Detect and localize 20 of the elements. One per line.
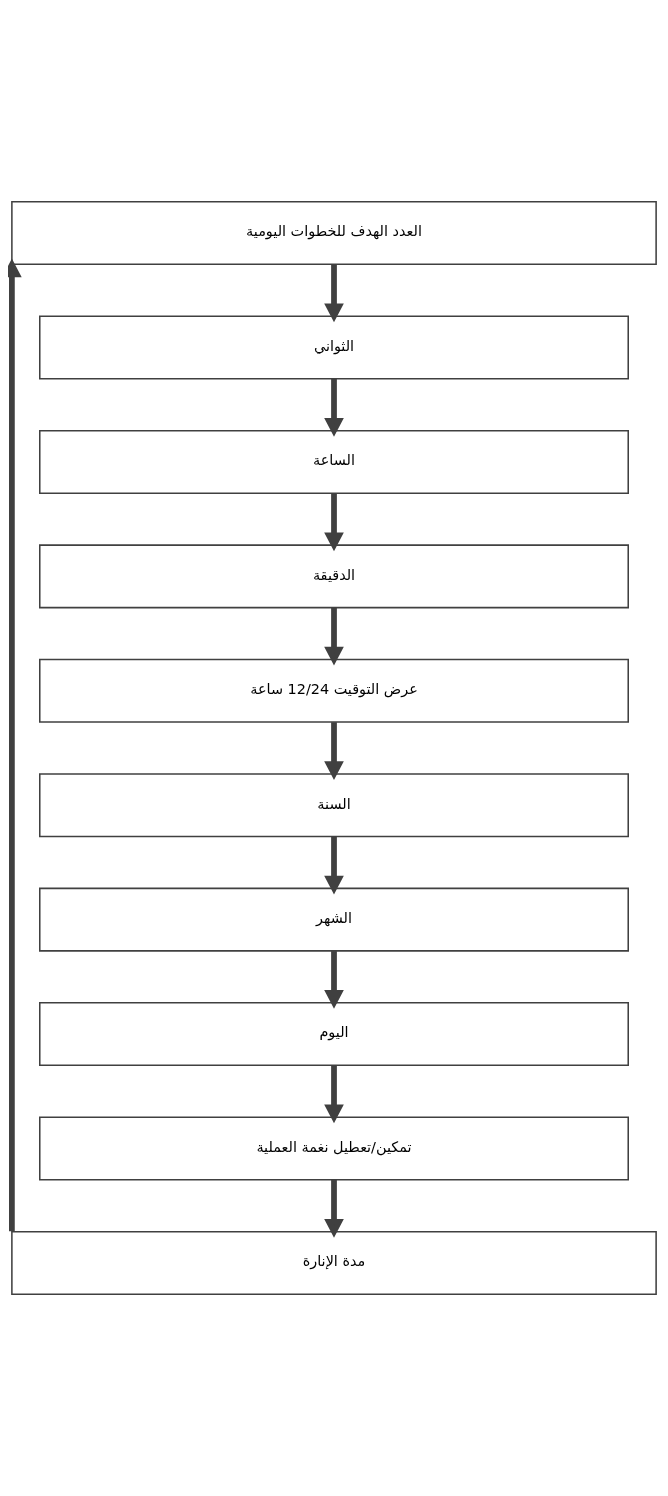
arrow bbox=[324, 1065, 344, 1124]
arrow bbox=[324, 836, 344, 895]
node-box: تمكين/تعطيل نغمة العملية bbox=[39, 1116, 629, 1181]
arrow bbox=[324, 607, 344, 666]
node-box: مدة الإنارة bbox=[11, 1230, 657, 1295]
arrow bbox=[324, 1179, 344, 1238]
node-box: الشهر bbox=[39, 887, 629, 952]
node-box: الساعة bbox=[39, 429, 629, 494]
arrow bbox=[324, 722, 344, 780]
arrow bbox=[324, 264, 344, 323]
node-box: الثواني bbox=[39, 315, 629, 380]
node-box: السنة bbox=[39, 773, 629, 838]
arrow bbox=[324, 378, 344, 437]
node-box: العدد الهدف للخطوات اليومية bbox=[11, 201, 657, 266]
arrow bbox=[324, 493, 344, 552]
arrow bbox=[324, 951, 344, 1009]
node-box: الدقيقة bbox=[39, 544, 629, 609]
node-box: عرض التوقيت 12/24 ساعة bbox=[39, 658, 629, 723]
arrow bbox=[8, 258, 22, 1232]
node-box: اليوم bbox=[39, 1002, 629, 1067]
